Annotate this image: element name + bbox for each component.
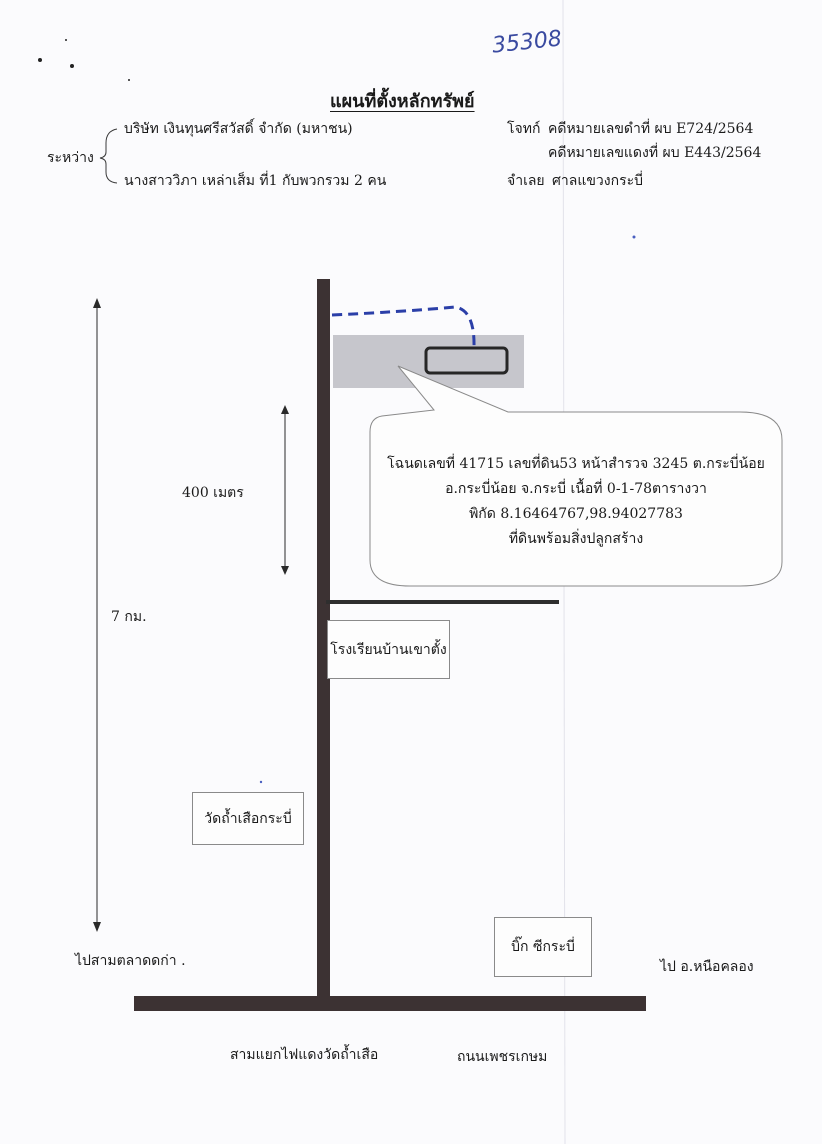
- landmark-temple: วัดถ้ำเสือกระบี่: [192, 792, 304, 845]
- property-deed-line: โฉนดเลขที่ 41715 เลขที่ดิน53 หน้าสำรวจ 3…: [387, 456, 765, 472]
- landmark-school-label: โรงเรียนบ้านเขาตั้ง: [330, 641, 447, 658]
- page-title: แผนที่ตั้งหลักทรัพย์: [330, 91, 475, 112]
- scan-specks: [38, 39, 636, 784]
- property-info: โฉนดเลขที่ 41715 เลขที่ดิน53 หน้าสำรวจ 3…: [370, 452, 782, 552]
- court-name: ศาลแขวงกระบี่: [552, 173, 644, 189]
- highway-horizontal: [134, 996, 646, 1011]
- plaintiff-name: บริษัท เงินทุนศรีสวัสดิ์ จำกัด (มหาชน): [124, 121, 353, 137]
- plaintiff-label: โจทก์: [507, 121, 541, 137]
- red-case-number: คดีหมายเลขแดงที่ ผบ E443/2564: [548, 145, 762, 161]
- landmark-school: โรงเรียนบ้านเขาตั้ง: [327, 620, 450, 679]
- landmark-bigc: บิ๊ก ซีกระบี่: [494, 917, 592, 977]
- distance-arrow-400m: [281, 405, 289, 575]
- property-location-line: อ.กระบี่น้อย จ.กระบี่ เนื้อที่ 0-1-78ตาร…: [445, 481, 707, 497]
- defendant-label: จำเลย: [507, 173, 545, 189]
- landmark-bigc-label: บิ๊ก ซีกระบี่: [511, 939, 575, 955]
- side-road-school: [326, 600, 559, 604]
- property-coordinates: พิกัด 8.16464767,98.94027783: [469, 506, 683, 522]
- landmark-temple-label: วัดถ้ำเสือกระบี่: [204, 810, 292, 827]
- highway-label: ถนนเพชรเกษม: [457, 1049, 548, 1065]
- info-callout-bubble: [369, 365, 783, 587]
- direction-left: ไปสามตลาดดก่า .: [75, 953, 186, 969]
- property-type: ที่ดินพร้อมสิ่งปลูกสร้าง: [508, 531, 644, 547]
- black-case-number: คดีหมายเลขดำที่ ผบ E724/2564: [548, 121, 754, 137]
- junction-label: สามแยกไฟแดงวัดถ้ำเสือ: [230, 1047, 379, 1063]
- main-road-vertical: [317, 279, 330, 1003]
- distance-label-7km: 7 กม.: [111, 609, 147, 625]
- direction-right: ไป อ.หนือคลอง: [660, 959, 754, 975]
- between-bracket: [99, 128, 118, 184]
- house-marker: [424, 346, 509, 375]
- distance-arrow-7km: [93, 298, 101, 932]
- between-label: ระหว่าง: [47, 150, 94, 166]
- defendant-name: นางสาววิภา เหล่าเส็ม ที่1 กับพวกรวม 2 คน: [124, 173, 387, 189]
- distance-label-400m: 400 เมตร: [182, 485, 244, 501]
- dashed-access-path: [331, 305, 476, 349]
